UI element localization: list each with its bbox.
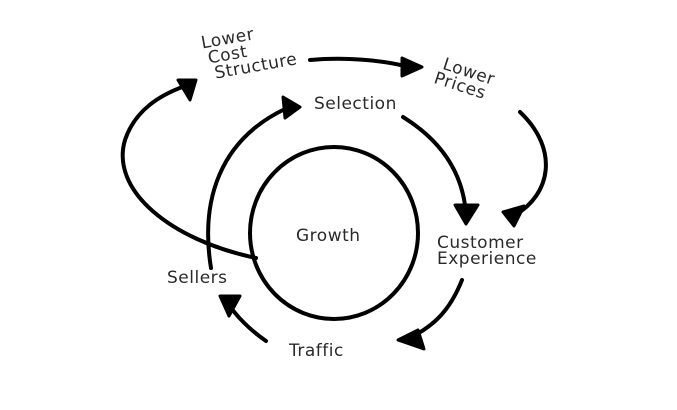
edge-growth-to-lower-cost xyxy=(120,84,258,260)
arrowhead-lower-cost xyxy=(176,78,198,102)
arrowhead-customer-experience-top xyxy=(453,203,480,226)
label-growth: Growth xyxy=(296,226,361,246)
edge-sellers-to-selection xyxy=(206,107,287,270)
edge-lower-cost-to-lower-prices xyxy=(308,56,407,68)
arrowhead-selection xyxy=(281,95,302,120)
label-selection: Selection xyxy=(314,94,397,114)
label-sellers: Sellers xyxy=(167,268,228,288)
label-line: Experience xyxy=(437,249,537,269)
growth-circle xyxy=(248,145,420,321)
arrowhead-customer-experience-right xyxy=(501,204,526,228)
label-customer-experience: Customer Experience xyxy=(437,233,537,269)
arrowhead-traffic xyxy=(396,328,426,351)
label-line: Customer xyxy=(437,233,524,253)
arrowhead-sellers xyxy=(218,294,242,318)
label-traffic: Traffic xyxy=(289,341,344,361)
arrowhead-lower-prices xyxy=(400,56,424,78)
edge-selection-to-customer-experience xyxy=(401,115,467,207)
edge-lower-prices-to-customer-experience xyxy=(513,110,548,217)
